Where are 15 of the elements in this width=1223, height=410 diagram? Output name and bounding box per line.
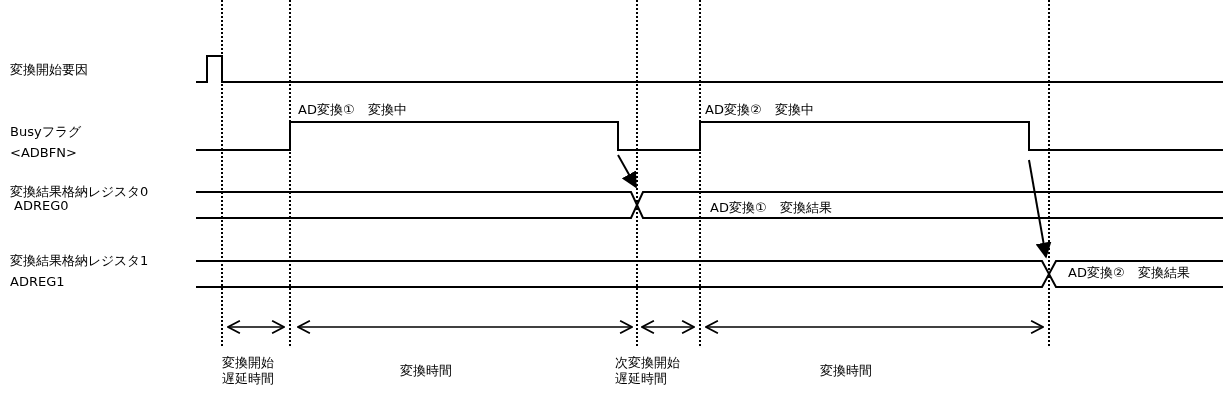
duration-label: 変換開始遅延時間 [222, 355, 275, 387]
signal-name: Busyフラグ [10, 124, 81, 140]
duration-label: 変換時間 [400, 363, 452, 379]
signal-name: ADREG0 [14, 198, 69, 214]
signal-name: ADREG1 [10, 274, 65, 290]
duration-label: 次変換開始遅延時間 [615, 355, 681, 387]
waveform-label: AD変換① 変換結果 [710, 200, 832, 216]
signal-name: 変換結果格納レジスタ0 [10, 184, 149, 200]
signal-name: <ADBFN> [10, 145, 77, 161]
waveform-label: AD変換② 変換結果 [1068, 265, 1190, 281]
waveform-label: AD変換② 変換中 [705, 102, 814, 118]
signal-name: 変換結果格納レジスタ1 [10, 253, 149, 269]
signal-name: 変換開始要因 [10, 62, 88, 78]
waveform-label: AD変換① 変換中 [298, 102, 407, 118]
duration-label: 変換時間 [820, 363, 872, 379]
